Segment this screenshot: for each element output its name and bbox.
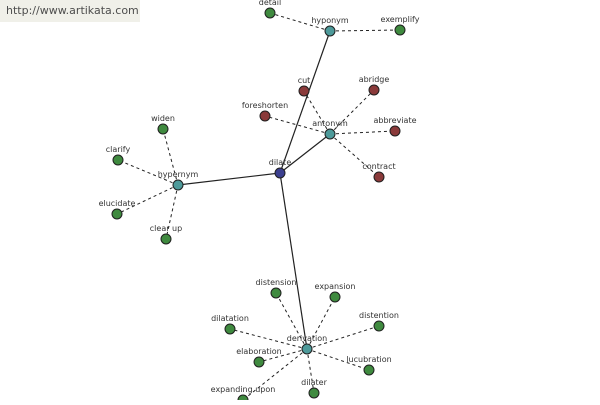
- edge-hyponym-exemplify: [329, 29, 401, 32]
- node-label: expansion: [315, 282, 356, 291]
- node-dot[interactable]: [274, 167, 286, 179]
- node-exemplify[interactable]: exemplify: [381, 15, 420, 36]
- node-dilater[interactable]: dilater: [301, 378, 328, 399]
- node-dilatation[interactable]: dilatation: [211, 314, 249, 335]
- node-label: clarify: [106, 145, 131, 154]
- node-dot[interactable]: [160, 233, 172, 245]
- node-label: exemplify: [381, 15, 420, 24]
- node-label: elucidate: [99, 199, 136, 208]
- edge-derivation-lucubration: [306, 348, 370, 371]
- node-derivation[interactable]: derivation: [287, 334, 327, 355]
- node-expanding-upon[interactable]: expanding upon: [211, 385, 276, 405]
- edge-hyponym-detail: [269, 12, 331, 32]
- node-dot[interactable]: [329, 291, 341, 303]
- edge-derivation-dilatation: [229, 328, 308, 350]
- node-label: distention: [359, 311, 399, 320]
- node-hypernym[interactable]: hypernym: [158, 170, 199, 191]
- node-label: detail: [259, 0, 281, 7]
- edge-hypernym-widen: [162, 128, 179, 186]
- node-elucidate[interactable]: elucidate: [99, 199, 136, 220]
- node-cut[interactable]: cut: [298, 76, 311, 97]
- edge-derivation-dilater: [306, 348, 315, 394]
- node-dot[interactable]: [298, 85, 310, 97]
- node-dot[interactable]: [368, 84, 380, 96]
- node-dot[interactable]: [301, 343, 313, 355]
- node-dot[interactable]: [259, 110, 271, 122]
- node-label: dilater: [301, 378, 327, 387]
- node-dot[interactable]: [389, 125, 401, 137]
- node-widen[interactable]: widen: [151, 114, 175, 135]
- nodes-layer: dilate hyponym antonym hypernym derivation de…: [99, 0, 420, 405]
- node-foreshorten[interactable]: foreshorten: [242, 101, 288, 122]
- node-label: hypernym: [158, 170, 199, 179]
- edge-antonym-abridge: [329, 89, 375, 135]
- edge-antonym-contract: [329, 133, 380, 178]
- node-label: dilatation: [211, 314, 249, 323]
- node-dot[interactable]: [308, 387, 320, 399]
- node-abridge[interactable]: abridge: [359, 75, 390, 96]
- node-label: dilate: [269, 158, 292, 167]
- node-dilate[interactable]: dilate: [269, 158, 292, 179]
- node-label: distension: [256, 278, 297, 287]
- node-label: derivation: [287, 334, 327, 343]
- node-contract[interactable]: contract: [362, 162, 396, 183]
- node-distension[interactable]: distension: [256, 278, 297, 299]
- edge-derivation-elaboration: [258, 348, 308, 363]
- node-label: abridge: [359, 75, 390, 84]
- node-dot[interactable]: [363, 364, 375, 376]
- node-dot[interactable]: [112, 154, 124, 166]
- node-detail[interactable]: detail: [259, 0, 281, 19]
- node-dot[interactable]: [324, 25, 336, 37]
- edge-derivation-distention: [306, 325, 380, 350]
- node-dot[interactable]: [270, 287, 282, 299]
- node-distention[interactable]: distention: [359, 311, 399, 332]
- node-label: lucubration: [346, 355, 391, 364]
- edge-dilate-antonym: [279, 133, 331, 174]
- edges-layer: [116, 12, 401, 401]
- edge-antonym-foreshorten: [264, 115, 331, 135]
- node-label: hyponym: [311, 16, 349, 25]
- node-label: contract: [362, 162, 395, 171]
- node-dot[interactable]: [237, 394, 249, 405]
- node-label: widen: [151, 114, 175, 123]
- node-clear-up[interactable]: clear up: [150, 224, 182, 245]
- node-expansion[interactable]: expansion: [315, 282, 356, 303]
- node-label: antonym: [312, 119, 348, 128]
- node-dot[interactable]: [111, 208, 123, 220]
- node-dot[interactable]: [264, 7, 276, 19]
- edge-derivation-expansion: [306, 296, 336, 350]
- node-label: abbreviate: [373, 116, 416, 125]
- node-elaboration[interactable]: elaboration: [236, 347, 282, 368]
- edge-dilate-hypernym: [177, 172, 281, 186]
- watermark-url[interactable]: http://www.artikata.com: [0, 0, 140, 22]
- node-label: clear up: [150, 224, 182, 233]
- node-label: expanding upon: [211, 385, 276, 394]
- node-dot[interactable]: [394, 24, 406, 36]
- node-dot[interactable]: [157, 123, 169, 135]
- node-dot[interactable]: [224, 323, 236, 335]
- edge-hypernym-clarify: [117, 159, 179, 186]
- node-dot[interactable]: [253, 356, 265, 368]
- edge-derivation-expanding_upon: [242, 348, 308, 401]
- edge-dilate-derivation: [279, 172, 308, 350]
- edge-hypernym-elucidate: [116, 184, 179, 215]
- node-clarify[interactable]: clarify: [106, 145, 131, 166]
- edge-antonym-abbreviate: [329, 130, 396, 135]
- node-antonym[interactable]: antonym: [312, 119, 348, 140]
- edge-antonym-cut: [303, 90, 331, 135]
- node-label: elaboration: [236, 347, 282, 356]
- node-dot[interactable]: [324, 128, 336, 140]
- node-dot[interactable]: [373, 320, 385, 332]
- node-dot[interactable]: [373, 171, 385, 183]
- node-lucubration[interactable]: lucubration: [346, 355, 392, 376]
- node-label: foreshorten: [242, 101, 288, 110]
- node-label: cut: [298, 76, 311, 85]
- edge-dilate-hyponym: [279, 30, 331, 174]
- node-hyponym[interactable]: hyponym: [311, 16, 349, 37]
- edge-derivation-distension: [275, 292, 308, 350]
- node-dot[interactable]: [172, 179, 184, 191]
- node-abbreviate[interactable]: abbreviate: [373, 116, 417, 137]
